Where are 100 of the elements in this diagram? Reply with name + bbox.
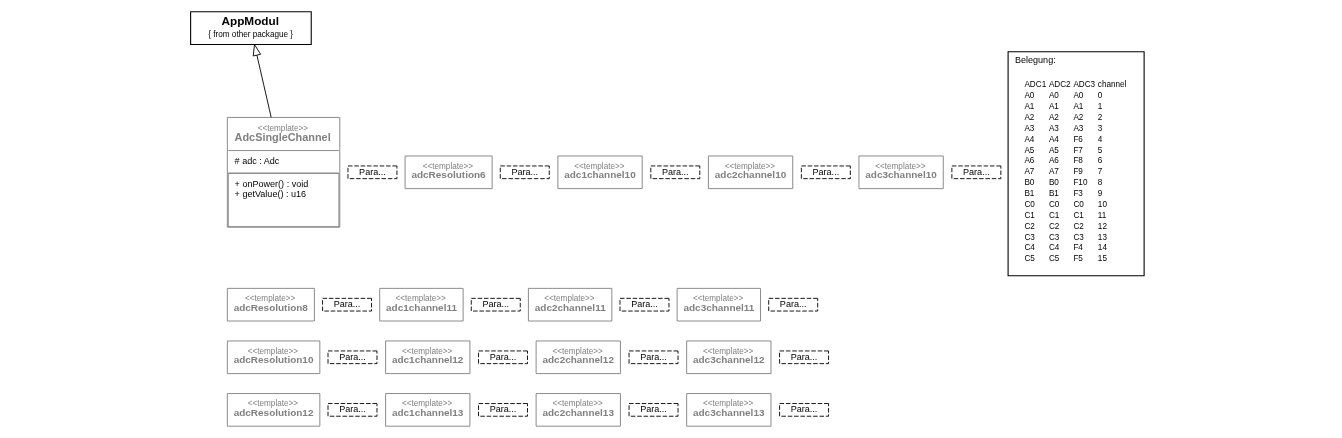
label: B1 xyxy=(1024,189,1035,199)
node-box: <<template>> adc3channel13 xyxy=(686,393,772,427)
node-box: Para... xyxy=(951,165,1002,180)
node-box: Para... xyxy=(628,403,679,417)
label: 14 xyxy=(1097,243,1107,253)
label: 12 xyxy=(1097,221,1107,231)
node-box: Para... xyxy=(499,165,550,180)
label: C2 xyxy=(1048,221,1060,231)
label: A7 xyxy=(1024,167,1035,177)
arrow xyxy=(252,44,272,118)
node-box: Para... xyxy=(650,165,701,180)
node-box: <<template>> adc2channel10 xyxy=(707,155,794,190)
label: A2 xyxy=(1024,112,1035,122)
label: ADC2 xyxy=(1048,80,1071,90)
label: A3 xyxy=(1048,123,1059,133)
label: C5 xyxy=(1048,254,1060,264)
node-box: <<template>> adcResolution6 xyxy=(404,155,493,190)
label: 11 xyxy=(1097,210,1107,220)
label: 7 xyxy=(1097,167,1103,177)
label: 2 xyxy=(1097,112,1103,122)
label: C4 xyxy=(1024,243,1035,253)
label: B0 xyxy=(1048,178,1059,188)
node-box: <<template>> adc3channel12 xyxy=(686,340,772,375)
node-box: Para... xyxy=(347,165,398,180)
label: F3 xyxy=(1073,189,1083,199)
label: C4 xyxy=(1048,243,1060,253)
label: F5 xyxy=(1073,254,1083,264)
label: F10 xyxy=(1073,178,1088,188)
label: A2 xyxy=(1048,112,1059,122)
label: C2 xyxy=(1024,221,1035,231)
label: 0 xyxy=(1097,91,1103,101)
label: 4 xyxy=(1097,134,1103,144)
label: F6 xyxy=(1073,134,1083,144)
label: A5 xyxy=(1024,145,1035,155)
node-box: Para... xyxy=(327,403,378,417)
label: A1 xyxy=(1024,102,1035,112)
node-box: Para... xyxy=(478,350,528,365)
label: F7 xyxy=(1073,145,1083,155)
label: C1 xyxy=(1024,210,1035,220)
node-box: Para... xyxy=(628,350,679,365)
label: A4 xyxy=(1048,134,1059,144)
label: A2 xyxy=(1073,112,1084,122)
label: ADC3 xyxy=(1073,80,1096,90)
label: A3 xyxy=(1024,123,1035,133)
node-box: Para... xyxy=(768,297,819,312)
label: C0 xyxy=(1024,199,1035,209)
label: A6 xyxy=(1024,156,1035,166)
label: B1 xyxy=(1048,189,1059,199)
label: ADC1 xyxy=(1024,80,1047,90)
node-box: <<template>> adc3channel11 xyxy=(676,287,761,322)
label: C3 xyxy=(1073,232,1084,242)
node-box: Para... xyxy=(327,350,378,365)
node-box: Para... xyxy=(478,403,528,417)
label: A6 xyxy=(1048,156,1059,166)
node-box: <<template>> adcResolution10 xyxy=(226,340,321,375)
node-box: <<template>> adc1channel11 xyxy=(379,287,464,322)
node-box: Para... xyxy=(619,297,670,312)
label: F8 xyxy=(1073,156,1083,166)
label: A0 xyxy=(1024,91,1035,101)
node-box: <<template>> adc3channel10 xyxy=(858,155,944,190)
label: 13 xyxy=(1097,232,1107,242)
label: 1 xyxy=(1097,102,1103,112)
label: C3 xyxy=(1024,232,1035,242)
node-box: <<template>> adc1channel13 xyxy=(385,393,471,427)
label: F4 xyxy=(1073,243,1083,253)
label: 8 xyxy=(1097,178,1103,188)
label: C3 xyxy=(1048,232,1060,242)
node-box: <<template>> adcResolution8 xyxy=(226,287,315,322)
node-box: <<template>> adc2channel12 xyxy=(535,340,621,375)
node-box: <<template>> adc2channel11 xyxy=(527,287,613,322)
label: C2 xyxy=(1073,221,1084,231)
label: 15 xyxy=(1097,254,1107,264)
node-box: Para... xyxy=(800,165,851,180)
label: C1 xyxy=(1073,210,1084,220)
label: A1 xyxy=(1048,102,1059,112)
label: C1 xyxy=(1048,210,1060,220)
label: A7 xyxy=(1048,167,1059,177)
label: C0 xyxy=(1073,199,1084,209)
label: A5 xyxy=(1048,145,1059,155)
node-box: <<template>> adc2channel13 xyxy=(535,393,621,427)
node-box: Para... xyxy=(322,297,372,312)
label: F9 xyxy=(1073,167,1083,177)
label: A0 xyxy=(1048,91,1059,101)
label: 3 xyxy=(1097,123,1103,133)
node-box: Para... xyxy=(779,403,829,417)
label: A3 xyxy=(1073,123,1084,133)
label: A4 xyxy=(1024,134,1035,144)
label: B0 xyxy=(1024,178,1035,188)
node-box: <<template>> adc1channel12 xyxy=(385,340,471,375)
node-box: <<template>> adc1channel10 xyxy=(557,155,643,190)
label: C5 xyxy=(1024,254,1035,264)
label: channel xyxy=(1097,80,1127,90)
node-box: <<template>> adcResolution12 xyxy=(226,393,321,427)
label: 6 xyxy=(1097,156,1103,166)
label: A1 xyxy=(1073,102,1084,112)
label: C0 xyxy=(1048,199,1060,209)
node-box: AppModul { from other packague } xyxy=(190,11,312,45)
label: 5 xyxy=(1097,145,1103,155)
label: 10 xyxy=(1097,199,1107,209)
node-box: Para... xyxy=(779,350,829,365)
